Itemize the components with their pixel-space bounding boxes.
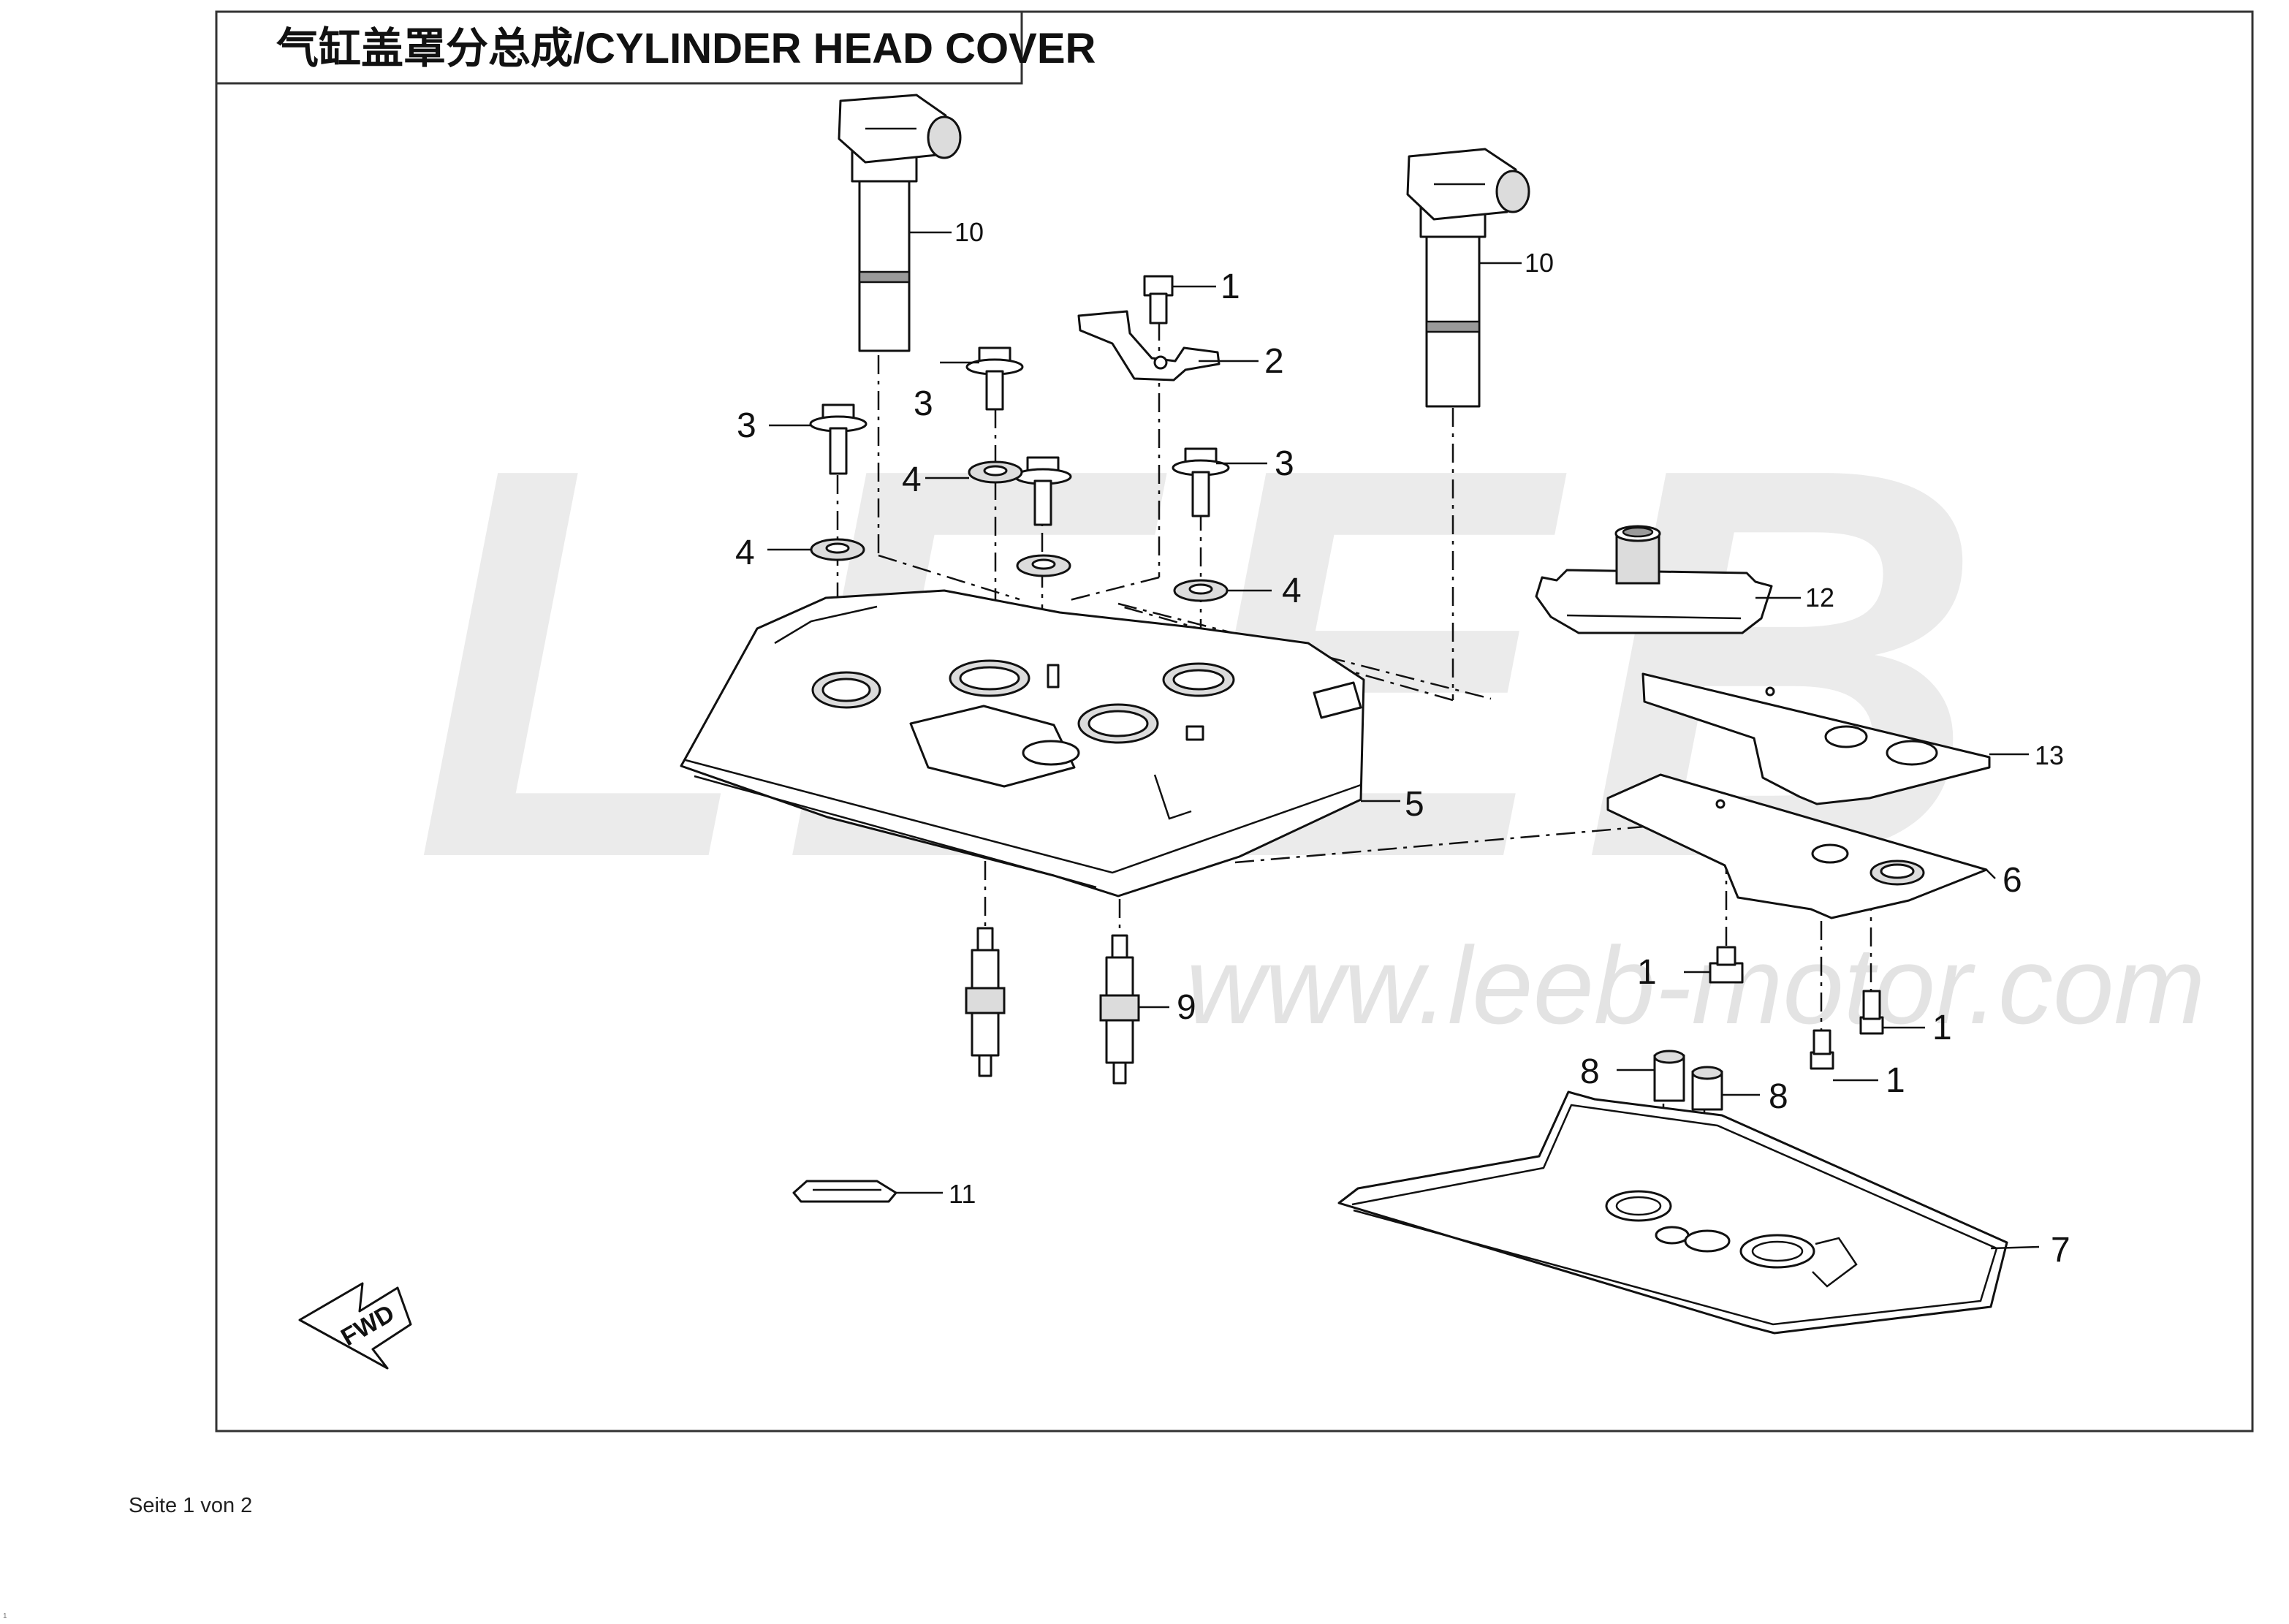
bolt-bracket [1143, 275, 1174, 325]
spark-plug-right [1099, 934, 1140, 1085]
bolt-plate-left [1709, 946, 1744, 984]
cylinder-head-cover [680, 589, 1365, 898]
callout-bolt-b: 3 [914, 384, 933, 423]
callout-plug-a: 8 [1580, 1052, 1600, 1091]
page-footer: Seite 1 von 2 [129, 1494, 253, 1517]
diagram-title: 气缸盖罩分总成/CYLINDER HEAD COVER [276, 25, 1096, 72]
bolt-b [965, 346, 1024, 411]
corner-mark: 1 [3, 1612, 7, 1620]
spark-plug-left [965, 927, 1006, 1077]
diagram-frame [215, 10, 2254, 1433]
leader-lines [767, 231, 2040, 1250]
clip [792, 1180, 897, 1203]
callout-coil-right: 10 [1525, 248, 1554, 278]
callout-separator: 12 [1805, 583, 1834, 612]
callout-gasket-plate: 6 [2003, 861, 2022, 900]
callout-bolt-bracket: 1 [1221, 267, 1240, 306]
callout-plate-top: 13 [2035, 740, 2064, 770]
gasket-seal [1337, 1090, 2008, 1335]
callout-bracket: 2 [1264, 342, 1284, 381]
callout-bolt-plate-mid: 1 [1886, 1061, 1905, 1100]
callout-bolt-d: 3 [1275, 444, 1294, 483]
callout-bolt-plate-right: 1 [1932, 1009, 1952, 1047]
callout-washer-b: 4 [902, 460, 922, 499]
callout-washer-d: 4 [1282, 572, 1302, 610]
callout-cover: 5 [1405, 785, 1424, 824]
callout-spark-plug: 9 [1177, 988, 1196, 1027]
callout-washer-a: 4 [735, 534, 755, 572]
ignition-coil-right [1406, 148, 1530, 408]
callout-gasket-seal: 7 [2051, 1231, 2070, 1270]
ignition-coil-left [838, 94, 962, 352]
callout-plug-b: 8 [1769, 1077, 1788, 1116]
bolt-plate-right [1859, 990, 1884, 1035]
separator [1535, 525, 1773, 634]
callout-bolt-a: 3 [737, 406, 756, 445]
bolt-c [1014, 456, 1072, 526]
title-box [215, 10, 1023, 85]
bolt-plate-mid [1810, 1029, 1834, 1070]
callout-coil-left: 10 [954, 217, 984, 247]
watermark-url: www.leeb-motor.com [1186, 924, 2206, 1047]
gasket-plate [1606, 773, 1988, 919]
plugs [1653, 1050, 1723, 1111]
callouts: 10 10 1 2 3 3 3 4 4 4 5 12 13 6 7 11 9 1… [735, 217, 2070, 1270]
plate-top [1641, 672, 1991, 805]
bracket [1077, 310, 1221, 382]
washers [810, 460, 1229, 602]
bolt-d [1172, 447, 1230, 517]
bolt-a [809, 403, 868, 475]
callout-clip: 11 [949, 1179, 976, 1209]
fwd-arrow: FWD [298, 1282, 412, 1370]
callout-bolt-plate-left: 1 [1637, 953, 1657, 992]
